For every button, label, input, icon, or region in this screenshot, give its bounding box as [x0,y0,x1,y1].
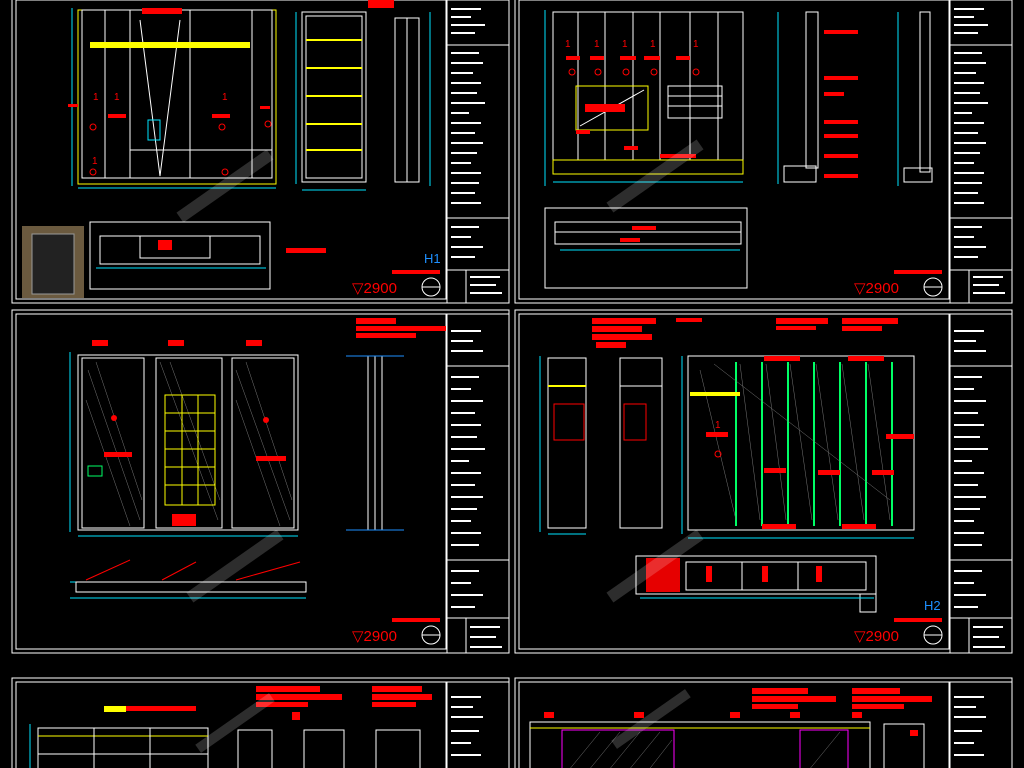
section-drawing [295,0,431,191]
elevation-drawing [544,10,744,186]
section-drawing [346,355,404,531]
watermark-logo [176,139,704,753]
drawing-frame [518,313,950,650]
sheet-tag: H1 [424,251,441,266]
sheet-4[interactable]: 1 H2 ▽2900 [514,309,1013,654]
north-symbol [923,625,943,645]
plan-view [544,207,748,289]
red-note-block [356,318,446,338]
red-note-bar [392,618,440,622]
drawing-frame [518,681,950,768]
red-note-block [592,318,898,348]
title-block [446,0,510,304]
cabinet-mark: 1 [622,39,628,50]
elevation-drawing [529,712,925,768]
cabinet-mark-labels: 1 1 1 1 1 [565,39,699,50]
drawing-frame [518,0,950,300]
drawing-frame [15,0,447,300]
cabinet-mark: 1 [93,92,99,103]
drawing-frame [15,313,447,650]
cabinet-mark-labels: 1 [715,420,721,431]
title-block [949,0,1013,304]
title-block [446,681,510,768]
cabinet-mark: 1 [565,39,571,50]
cabinet-mark-labels: 1 1 1 1 [92,92,228,167]
plan-view [89,221,326,290]
red-note-bar [894,270,942,274]
elevation-drawing [539,355,915,539]
cabinet-mark: 1 [693,39,699,50]
sheet-5[interactable] [11,677,510,768]
north-symbol [421,625,441,645]
title-block [949,313,1013,654]
cabinet-mark: 1 [594,39,600,50]
sheet-3[interactable]: ▽2900 [11,309,510,654]
photo-door [31,233,75,295]
red-note-block [752,688,932,709]
north-symbol [923,277,943,297]
plan-view [70,559,307,599]
sheet-1[interactable]: 1 1 1 1 [11,0,510,304]
cabinet-mark: 1 [114,92,120,103]
level-label: ▽2900 [854,280,899,297]
level-label: ▽2900 [352,280,397,297]
sheet-6[interactable] [514,677,1013,768]
elevation-drawing [29,712,421,768]
section-drawing [777,11,933,186]
north-symbol [421,277,441,297]
title-block [949,681,1013,768]
cabinet-mark: 1 [92,156,98,167]
cabinet-mark: 1 [715,420,721,431]
sheet-tag: H2 [924,598,941,613]
red-note-bar [894,618,942,622]
sheet-2[interactable]: 1 1 1 1 1 [514,0,1013,304]
level-label: ▽2900 [854,628,899,645]
red-note-block [104,686,432,712]
plan-view [635,555,877,613]
red-note-bar [392,270,440,274]
elevation-drawing [68,8,277,189]
elevation-drawing [69,340,299,537]
cabinet-mark: 1 [650,39,656,50]
cabinet-mark: 1 [222,92,228,103]
level-label: ▽2900 [352,628,397,645]
drawing-frame [15,681,447,768]
title-block [446,313,510,654]
